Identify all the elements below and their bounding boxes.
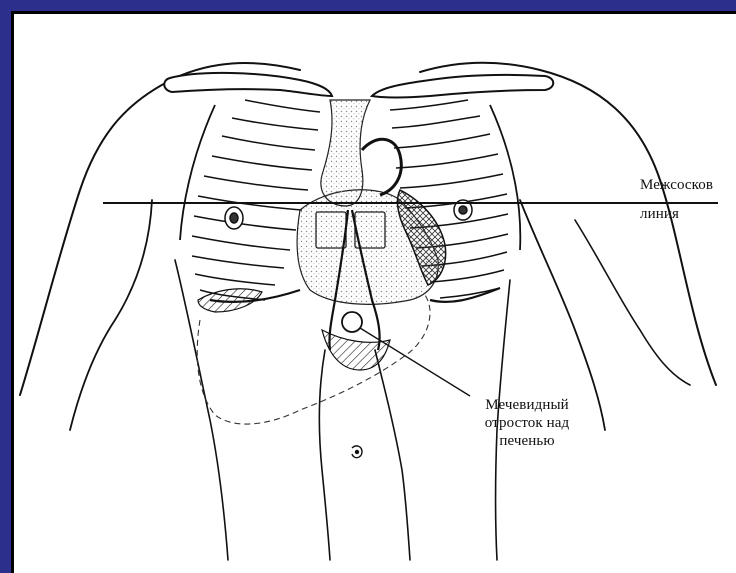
xiphoid-process <box>342 312 362 332</box>
xiphoid-label-line3: печенью <box>452 432 602 450</box>
pulmonary-vessel <box>362 139 401 195</box>
xiphoid-label-line1: Мечевидный <box>452 396 602 414</box>
torso-outline <box>20 63 716 560</box>
nipple-line-label-line2: линия <box>640 205 679 223</box>
xiphoid-label: Мечевидный отросток над печенью <box>452 396 602 450</box>
clavicles <box>164 73 553 98</box>
nipple-line-label-line1: Межсосков <box>640 176 713 194</box>
umbilicus <box>352 446 362 458</box>
ribs-left <box>180 100 320 300</box>
liver-dashed-outline <box>197 295 430 424</box>
xiphoid-label-line2: отросток над <box>452 414 602 432</box>
